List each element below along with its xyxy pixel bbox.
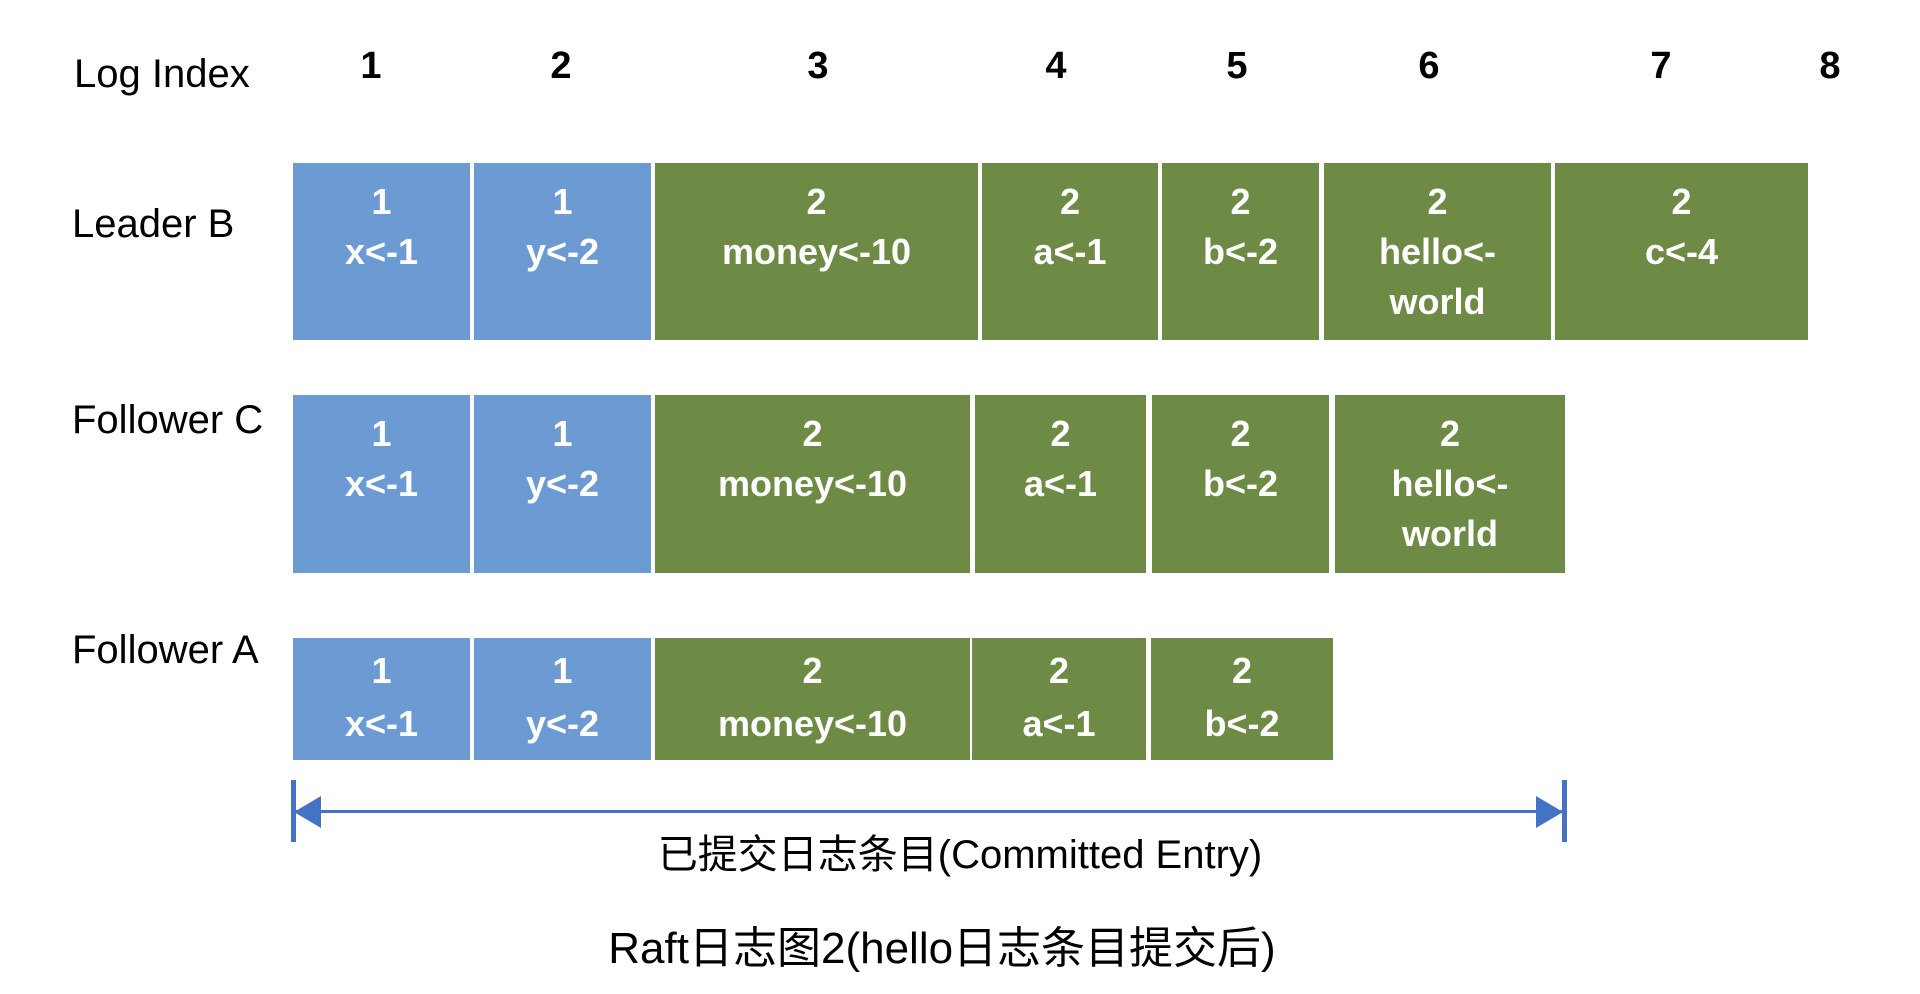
entry-command: hello<- — [1378, 231, 1497, 272]
log-entry-cell: 2 a<-1 — [975, 395, 1146, 573]
entry-term: 2 — [1230, 413, 1251, 454]
entry-term: 2 — [1427, 181, 1448, 222]
entry-command: y<-2 — [525, 703, 600, 744]
log-entry-cell: 1 x<-1 — [293, 638, 470, 760]
log-entry-cell: 2 money<-10 — [655, 638, 970, 760]
log-entry-cell: 2 a<-1 — [972, 638, 1146, 760]
log-entry-cell: 2 hello<- world — [1324, 163, 1551, 340]
log-index-number: 2 — [550, 45, 572, 87]
log-index-number: 8 — [1819, 45, 1841, 87]
arrow-line — [296, 810, 1563, 813]
arrow-left-head-icon — [294, 796, 321, 828]
entry-command: b<-2 — [1204, 703, 1280, 744]
log-index-number: 5 — [1226, 45, 1248, 87]
log-entry-cell: 2 b<-2 — [1151, 638, 1333, 760]
entry-term: 1 — [371, 650, 392, 691]
entry-term: 2 — [1231, 650, 1253, 691]
log-index-number: 6 — [1418, 45, 1440, 87]
entry-command: c<-4 — [1644, 231, 1719, 272]
entry-command: y<-2 — [525, 463, 600, 504]
entry-command: money<-10 — [721, 231, 912, 272]
entry-command: world — [1389, 281, 1486, 322]
entry-term: 2 — [1230, 181, 1251, 222]
entry-term: 2 — [806, 181, 827, 222]
entry-command: x<-1 — [344, 231, 419, 272]
entry-command: a<-1 — [1023, 463, 1098, 504]
entry-term: 1 — [371, 181, 392, 222]
log-entry-cell: 2 b<-2 — [1152, 395, 1329, 573]
entry-term: 2 — [1050, 413, 1071, 454]
entry-term: 1 — [552, 181, 573, 222]
committed-entry-label: 已提交日志条目(Committed Entry) — [657, 833, 1263, 877]
log-index-number: 7 — [1650, 45, 1672, 87]
log-index-number: 1 — [360, 45, 382, 87]
entry-command: y<-2 — [525, 231, 600, 272]
entry-command: money<-10 — [717, 703, 908, 744]
entry-command: x<-1 — [344, 703, 419, 744]
log-entry-cell: 1 y<-2 — [474, 638, 651, 760]
log-index-label: Log Index — [74, 52, 250, 96]
row-label-follower-a: Follower A — [72, 628, 259, 672]
log-entry-cell: 1 x<-1 — [293, 163, 470, 340]
diagram-caption: Raft日志图2(hello日志条目提交后) — [608, 924, 1276, 973]
entry-command: money<-10 — [717, 463, 908, 504]
log-entry-cell: 2 a<-1 — [982, 163, 1158, 340]
entry-term: 2 — [1671, 181, 1692, 222]
entry-command: hello<- — [1391, 463, 1509, 504]
entry-command: world — [1402, 513, 1498, 554]
entry-term: 1 — [371, 413, 392, 454]
entry-command: a<-1 — [1033, 231, 1107, 272]
log-entry-cell: 1 y<-2 — [474, 163, 651, 340]
entry-term: 2 — [802, 650, 823, 691]
entry-term: 2 — [1059, 181, 1081, 222]
entry-term: 1 — [552, 413, 573, 454]
entry-term: 2 — [1439, 413, 1461, 454]
entry-command: x<-1 — [344, 463, 419, 504]
arrow-right-tick — [1562, 780, 1567, 842]
entry-term: 2 — [802, 413, 823, 454]
entry-term: 1 — [552, 650, 573, 691]
entry-term: 2 — [1048, 650, 1070, 691]
log-index-number: 3 — [807, 45, 829, 87]
entry-command: a<-1 — [1022, 703, 1096, 744]
row-label-leader-b: Leader B — [72, 202, 235, 246]
entry-command: b<-2 — [1202, 463, 1279, 504]
log-entry-cell: 2 hello<- world — [1335, 395, 1565, 573]
arrow-right-head-icon — [1536, 796, 1563, 828]
arrow-left-tick — [291, 780, 296, 842]
log-entry-cell: 1 x<-1 — [293, 395, 470, 573]
entry-command: b<-2 — [1202, 231, 1279, 272]
log-entry-cell: 2 money<-10 — [655, 163, 978, 340]
row-label-follower-c: Follower C — [72, 398, 264, 442]
log-entry-cell: 1 y<-2 — [474, 395, 651, 573]
log-entry-cell: 2 c<-4 — [1555, 163, 1808, 340]
log-index-number: 4 — [1045, 45, 1067, 87]
log-entry-cell: 2 money<-10 — [655, 395, 970, 573]
log-entry-cell: 2 b<-2 — [1162, 163, 1319, 340]
